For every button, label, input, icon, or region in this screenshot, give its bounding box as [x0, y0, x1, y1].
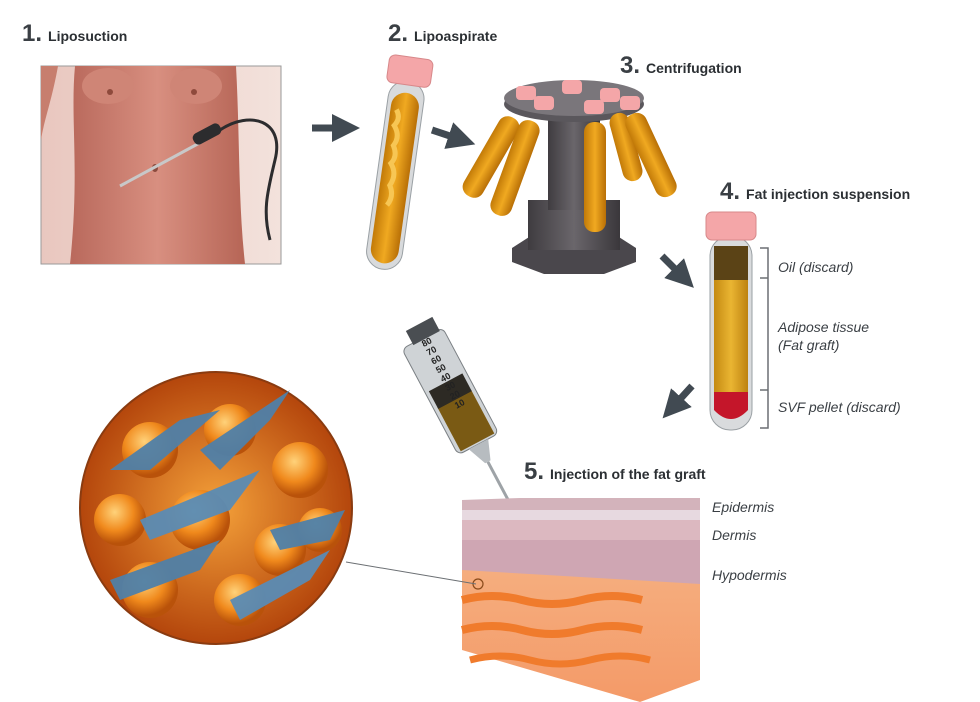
adipose-label: Adipose tissue [778, 318, 869, 336]
leader-line [346, 562, 476, 584]
liposuction-panel [41, 66, 281, 264]
arrow-icon [662, 256, 684, 278]
arrow-icon [672, 386, 692, 408]
dermis-label: Dermis [712, 526, 756, 544]
arrow-icon [432, 130, 462, 140]
centrifuge [459, 80, 680, 274]
oil-label: Oil (discard) [778, 258, 853, 276]
hypodermis-label: Hypodermis [712, 566, 787, 584]
svf-label: SVF pellet (discard) [778, 398, 901, 416]
epidermis-label: Epidermis [712, 498, 774, 516]
magnified-tissue-circle [80, 372, 352, 644]
lipoaspirate-tube [360, 54, 433, 272]
fat-suspension-tube [706, 212, 768, 430]
fat-graft-label: (Fat graft) [778, 336, 839, 354]
skin-block [462, 498, 700, 702]
